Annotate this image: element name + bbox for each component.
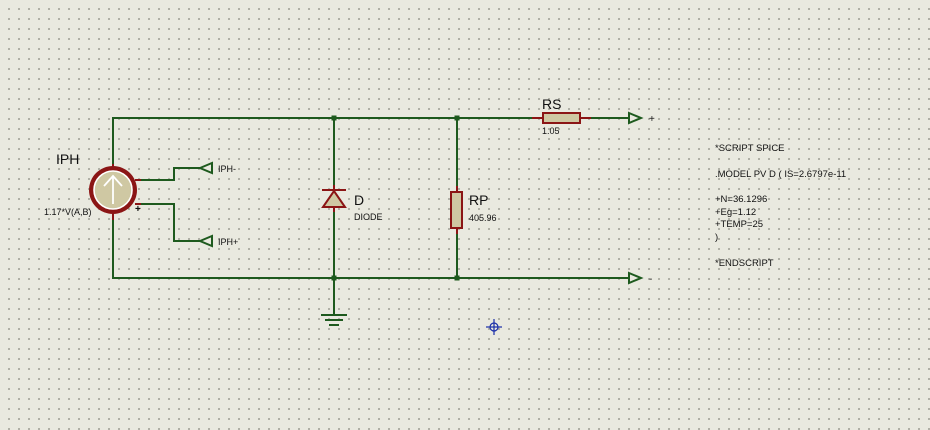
- wire-top-left: [112, 117, 334, 168]
- script-line: +TEMP=25: [715, 219, 764, 231]
- spice-script-block[interactable]: *SCRIPT SPICE .MODEL PV D ( IS=2.6797e-1…: [715, 143, 846, 270]
- wire-iph-plus: [140, 203, 200, 242]
- junction-dot: [454, 275, 460, 281]
- junction-dot: [331, 275, 337, 281]
- terminal-arrow-icon: [628, 271, 644, 285]
- terminal-output-minus-label: -: [649, 274, 652, 285]
- script-line: +Eg=1.12: [715, 206, 757, 218]
- junction-dot: [454, 115, 460, 121]
- resistor-rp[interactable]: [450, 186, 463, 234]
- rp-ref-label: RP: [469, 192, 488, 208]
- terminal-arrow-icon: [628, 111, 644, 125]
- script-line: ): [715, 231, 719, 243]
- iph-pin-plus-label: +: [135, 204, 141, 215]
- terminal-iph-plus[interactable]: [197, 234, 213, 248]
- diode-value-label: DIODE: [354, 212, 383, 222]
- terminal-output-plus[interactable]: [628, 111, 644, 125]
- resistor-rp-body: [450, 191, 463, 229]
- rs-value-label: 1.05: [542, 126, 560, 136]
- terminal-output-minus[interactable]: [628, 271, 644, 285]
- resistor-rs-body: [542, 112, 581, 124]
- diode-ref-label: D: [354, 192, 364, 208]
- junction-dot: [331, 115, 337, 121]
- diode-triangle: [321, 189, 347, 208]
- origin-marker-icon: [486, 319, 502, 335]
- current-source-iph[interactable]: [89, 164, 141, 220]
- wires: [112, 117, 630, 314]
- terminal-arrow-icon: [197, 161, 213, 175]
- resistor-rs[interactable]: [532, 112, 591, 124]
- script-line: *SCRIPT SPICE: [715, 143, 785, 154]
- script-line: *ENDSCRIPT: [715, 257, 774, 269]
- wire-bottom-left: [112, 216, 334, 279]
- script-line: +N=36.1296: [715, 194, 768, 206]
- terminal-arrow-icon: [197, 234, 213, 248]
- junctions: [331, 115, 460, 281]
- iph-ref-label: IPH: [56, 151, 79, 167]
- terminal-iph-plus-label: IPH+: [218, 237, 238, 247]
- terminal-output-plus-label: +: [649, 114, 655, 125]
- terminal-iph-minus-label: IPH-: [218, 164, 236, 174]
- rs-ref-label: RS: [542, 96, 561, 112]
- wire-iph-minus: [140, 167, 200, 181]
- script-line: .MODEL PV D ( IS=2.6797e-11: [715, 168, 847, 180]
- iph-value-label: 1.17*V(A,B): [44, 207, 92, 217]
- diode-d[interactable]: [321, 185, 347, 212]
- rp-value-label: 405.96: [469, 213, 497, 223]
- terminal-iph-minus[interactable]: [197, 161, 213, 175]
- ground-icon[interactable]: [321, 314, 347, 326]
